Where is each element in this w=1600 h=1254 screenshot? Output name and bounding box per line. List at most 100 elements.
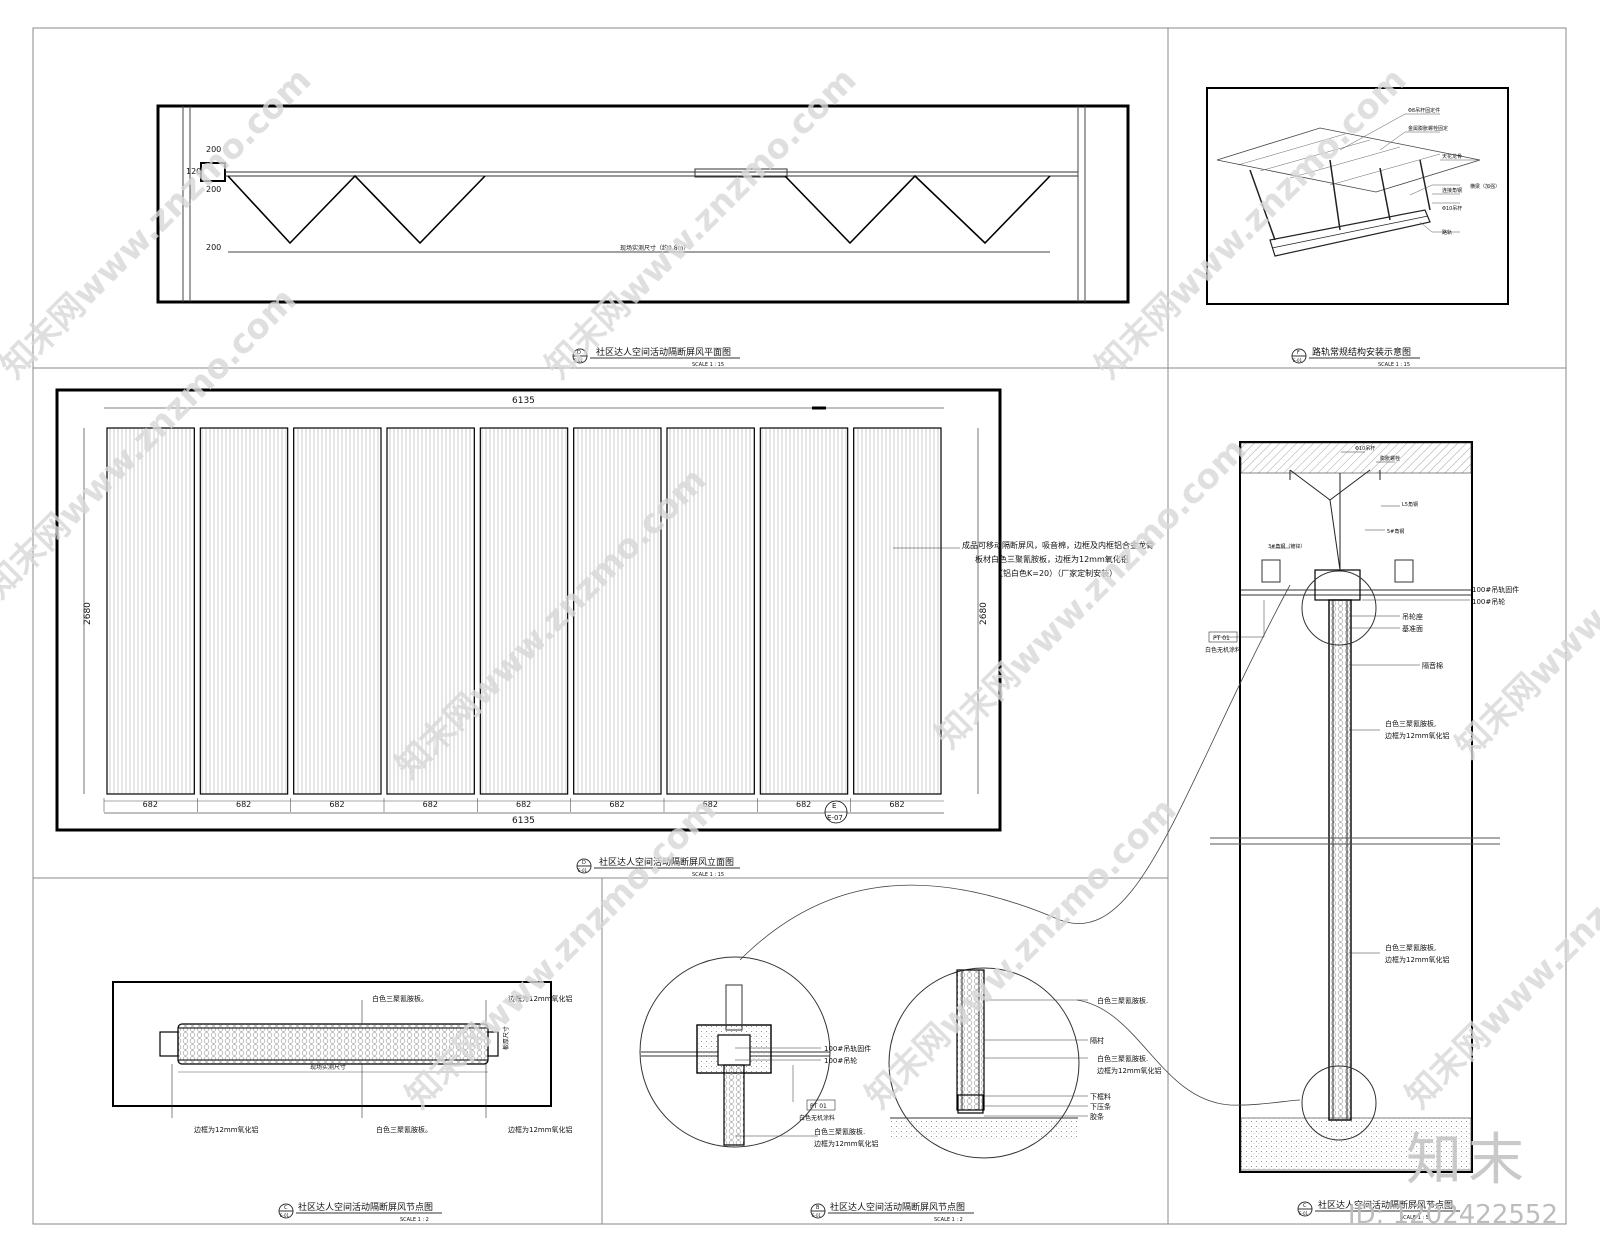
plan-dim-b: 120 [186, 167, 201, 176]
detail-mid-label-c3: 白色三聚氰胺板. [1097, 1054, 1148, 1063]
section-right-label-1: 100#吊轨固件 [1472, 585, 1519, 594]
detail-mid-label-c2: 隔村 [1090, 1036, 1104, 1045]
track-title: 路轨常规结构安装示意图 [1312, 346, 1411, 358]
section-ref-sheet: E-01 [1299, 1211, 1309, 1216]
section-pt-note: 白色无机涂料 [1205, 646, 1241, 654]
plan-view: 200 120 200 200 现场实测尺寸（约9.8m） [156, 104, 1130, 304]
elevation-panel [666, 427, 755, 795]
section-right-label-8: 白色三聚氰胺板, [1385, 943, 1436, 952]
detail-left-right-top: 边框为12mm氧化铝 [508, 994, 573, 1003]
watermark-2: 知末网www.znzmo.com [538, 60, 864, 386]
section-view: Φ10吊杆 膨胀螺栓 L5角钢 5#角钢 3#角钢（镀锌） 100#吊轨固件 1… [1205, 441, 1519, 1173]
watermark-3: 知末网www.znzmo.com [1088, 60, 1414, 386]
detail-left-center-dim: 现场实测尺寸 [310, 1063, 346, 1071]
elevation-total-width-bottom: 6135 [512, 816, 535, 826]
plan-scale: SCALE 1 : 15 [692, 362, 724, 368]
detail-mid-ref-sheet: E-01 [812, 1213, 822, 1218]
detail-left-ref-num: C [284, 1205, 288, 1211]
detail-mid-label-c7: 胶条 [1090, 1112, 1104, 1121]
elevation-panel-width: 682 [236, 800, 251, 809]
detail-mid-label-c1: 白色三聚氰胺板. [1097, 996, 1148, 1005]
section-right-label-9: 边框为12mm氧化铝 [1385, 955, 1450, 964]
detail-mid-label-b1: 白色三聚氰胺板. [814, 1127, 865, 1136]
elevation-panel [386, 427, 475, 795]
plan-title: 社区达人空间活动隔断屏风平面图 [596, 346, 731, 358]
track-ref-num: F [1297, 350, 1300, 356]
detail-left-bottom-center: 白色三聚氰胺板。 [376, 1125, 432, 1134]
elevation-ref-sheet: E-01 [578, 868, 588, 873]
watermark-8: 知末网www.znzmo.com [398, 790, 724, 1116]
detail-left-bottom-right: 边框为12mm氧化铝 [508, 1125, 573, 1134]
section-right-label-6: 白色三聚氰胺板, [1385, 719, 1436, 728]
detail-mid-ref-num: B [816, 1205, 820, 1211]
detail-left-scale: SCALE 1 : 2 [400, 1217, 429, 1223]
section-title: 社区达人空间活动隔断屏风节点图 [1318, 1199, 1453, 1211]
section-top-label-5: 3#角钢（镀锌） [1268, 543, 1305, 550]
detail-mid-pt-tag: PT 01 [810, 1103, 827, 1110]
detail-left-right-side: 板厚尺寸 [502, 1026, 510, 1050]
detail-left-ref-sheet: E-01 [280, 1213, 290, 1218]
track-scale: SCALE 1 : 15 [1378, 362, 1410, 368]
elevation-spec-line-3: （铝白色K=20）（厂家定制安装） [995, 568, 1117, 578]
elevation-title: 社区达人空间活动隔断屏风立面图 [599, 856, 734, 868]
detail-left-top-label: 白色三聚氰胺板。 [372, 994, 428, 1003]
section-right-label-4: 基准面 [1402, 624, 1423, 633]
section-top-label-3: L5角钢 [1402, 501, 1418, 508]
sheet-frame [32, 27, 1567, 1225]
detail-left-view: 白色三聚氰胺板。 边框为12mm氧化铝 板厚尺寸 现场实测尺寸 边框为12mm氧… [112, 981, 573, 1134]
section-right-label-2: 100#吊轮 [1472, 597, 1505, 606]
elevation-height-left: 2680 [83, 602, 93, 625]
section-right-label-3: 吊轮座 [1402, 612, 1423, 621]
section-top-label-4: 5#角钢 [1387, 528, 1404, 535]
section-top-label-1: Φ10吊杆 [1355, 445, 1375, 452]
elevation-scale: SCALE 1 : 15 [692, 872, 724, 878]
elevation-total-width-top: 6135 [512, 396, 535, 406]
elevation-title-block: D E-01 社区达人空间活动隔断屏风立面图 SCALE 1 : 15 [576, 856, 740, 878]
detail-mid-label-a1: 100#吊轨固件 [824, 1044, 871, 1053]
track-label-6: Φ10吊杆 [1442, 205, 1462, 212]
elevation-panel [106, 427, 195, 795]
plan-dim-a: 200 [206, 145, 221, 154]
track-label-7: 路轨 [1442, 229, 1452, 236]
section-right-label-5: 隔音棉 [1422, 661, 1443, 670]
section-pt-tag: PT 01 [1213, 635, 1230, 642]
elevation-panel-width: 682 [609, 800, 624, 809]
elevation-spec-line-2: 板材白色三聚氰胺板，边框为12mm氧化铝 [975, 554, 1129, 564]
elevation-panel [199, 427, 289, 795]
elevation-panel [759, 427, 849, 795]
detail-mid-title: 社区达人空间活动隔断屏风节点图 [830, 1201, 965, 1213]
plan-title-block: D E-01 社区达人空间活动隔断屏风平面图 SCALE 1 : 15 [572, 346, 740, 368]
detail-mid-label-c5: 下框料 [1090, 1092, 1111, 1101]
brand-watermark: 知末 [1406, 1128, 1530, 1193]
detail-mid-view: 100#吊轨固件 100#吊轮 PT 01 白色无机涂料 白色三聚氰胺板. 边框… [639, 584, 1301, 1159]
elevation-ref-mark-letter: E [832, 802, 836, 810]
track-title-block: F E-01 路轨常规结构安装示意图 SCALE 1 : 15 [1291, 346, 1420, 368]
detail-left-title-block: C E-01 社区达人空间活动隔断屏风节点图 SCALE 1 : 2 [278, 1201, 442, 1223]
track-label-1: Φ8吊杆固定件 [1408, 107, 1440, 114]
track-label-5: 连接角钢 [1442, 187, 1462, 194]
section-right-label-7: 边框为12mm氧化铝 [1385, 731, 1450, 740]
elevation-panel [573, 427, 662, 795]
detail-mid-label-c4: 边框为12mm氧化铝 [1097, 1066, 1162, 1075]
elevation-panel-width: 682 [703, 800, 718, 809]
elevation-ref-num: D [582, 860, 586, 866]
section-ref-num: C [1303, 1203, 1307, 1209]
detail-left-title: 社区达人空间活动隔断屏风节点图 [298, 1201, 433, 1213]
watermark-10: 知末网www.znzmo.com [1398, 790, 1600, 1116]
elevation-spec-line-1: 成品可移动隔断屏风，吸音棉，边框及内框铝合金龙骨 [962, 540, 1154, 550]
detail-mid-scale: SCALE 1 : 2 [934, 1217, 963, 1223]
watermark-6: 知末网www.znzmo.com [928, 430, 1254, 756]
track-label-3: 天花龙骨 [1442, 153, 1462, 160]
elevation-panel [853, 427, 942, 795]
detail-mid-label-a2: 100#吊轮 [824, 1056, 857, 1065]
detail-left-bottom-left: 边框为12mm氧化铝 [194, 1125, 259, 1134]
elevation-height-right: 2680 [979, 602, 989, 625]
detail-mid-pt-note: 白色无机涂料 [799, 1114, 835, 1122]
track-diagram: Φ8吊杆固定件 金属膨胀螺栓固定 天花龙骨 横梁（加强） 连接角钢 Φ10吊杆 … [1206, 87, 1509, 305]
elevation-panel-width: 682 [889, 800, 904, 809]
elevation-panel-width: 682 [329, 800, 344, 809]
watermark-7: 知末网www.znzmo.com [1448, 440, 1600, 766]
plan-dim-d: 200 [206, 243, 221, 252]
